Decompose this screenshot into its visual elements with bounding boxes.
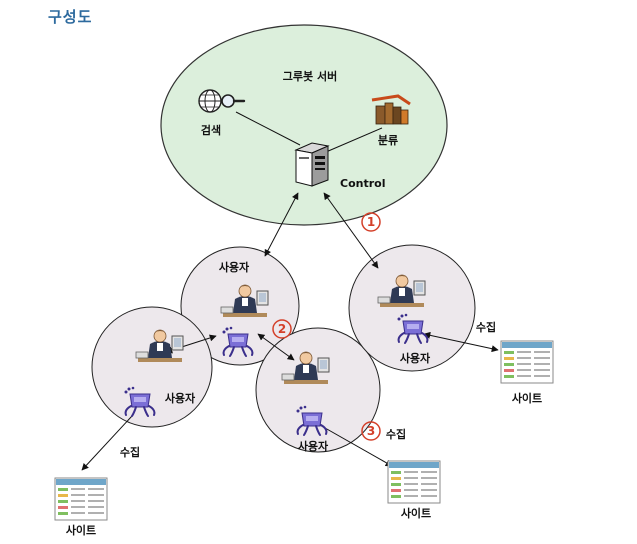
user-label-center: 사용자 — [219, 260, 250, 274]
classify-label: 분류 — [378, 134, 398, 147]
arrow-server-right-user — [323, 192, 379, 269]
site-label-bottom: 사이트 — [401, 506, 431, 520]
site-thumbnail-right — [500, 340, 554, 384]
user-label-bottom: 사용자 — [298, 439, 329, 453]
svg-text:2: 2 — [278, 322, 286, 336]
arrow-server-center-user — [264, 192, 299, 257]
server-label: 그루봇 서버 — [283, 69, 337, 83]
server-boundary — [160, 24, 448, 226]
step-marker-2: 2 — [272, 319, 292, 339]
search-link — [235, 111, 301, 146]
control-label: Control — [340, 177, 385, 190]
arrow-bottom-to-site — [317, 423, 393, 467]
collect-label-right: 수집 — [476, 320, 496, 334]
user-label-left: 사용자 — [165, 391, 196, 405]
arrow-center-bottom-user — [257, 333, 295, 361]
collect-label-left: 수집 — [120, 445, 140, 459]
step-marker-3: 3 — [361, 421, 381, 441]
search-icon — [198, 89, 246, 113]
classify-link — [325, 127, 383, 153]
arrow-left-to-site — [81, 415, 133, 471]
svg-text:3: 3 — [367, 424, 375, 438]
svg-text:1: 1 — [367, 215, 375, 229]
site-thumbnail-bottom — [387, 460, 441, 504]
site-label-left: 사이트 — [66, 523, 96, 537]
server-icon — [294, 142, 330, 187]
user-label-right: 사용자 — [400, 351, 431, 365]
arrow-right-to-site — [423, 331, 499, 353]
page-title: 구성도 — [48, 8, 93, 26]
site-thumbnail-left — [54, 477, 108, 521]
step-marker-1: 1 — [361, 212, 381, 232]
collect-label-bottom: 수집 — [386, 427, 406, 441]
search-label: 검색 — [201, 123, 221, 137]
books-icon — [371, 94, 411, 125]
site-label-right: 사이트 — [512, 391, 542, 405]
